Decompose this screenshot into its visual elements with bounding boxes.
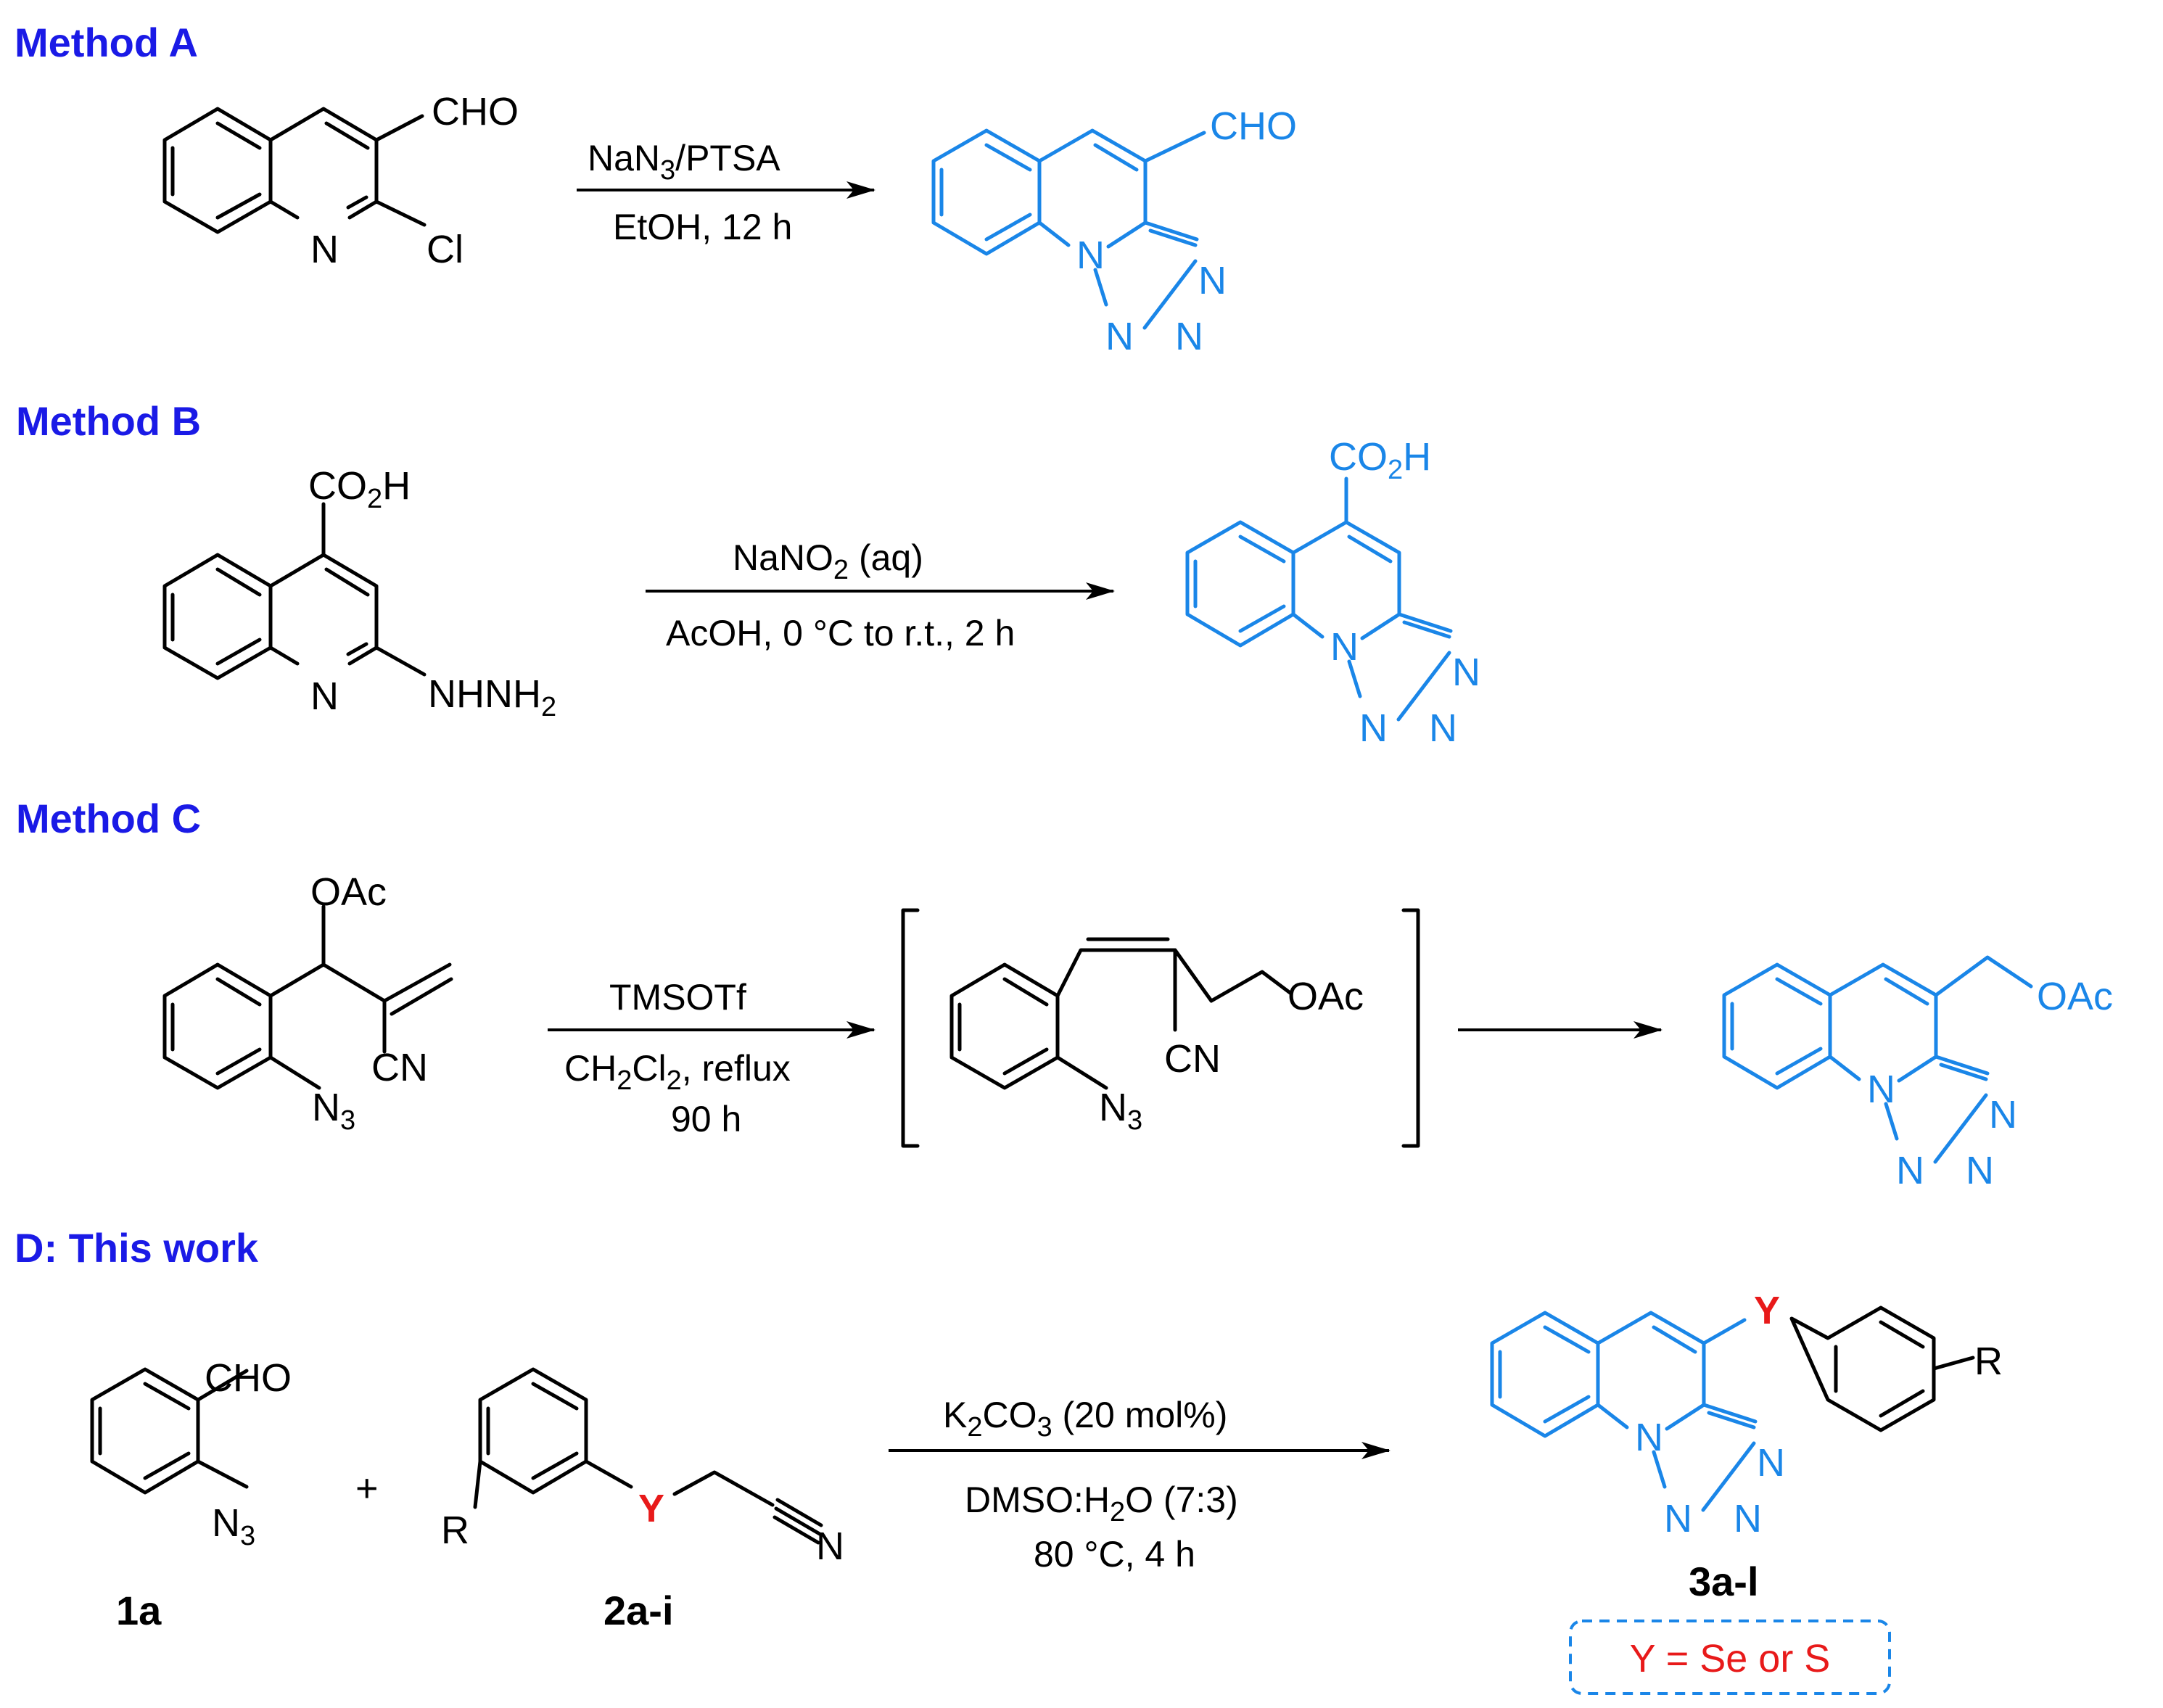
method-b-reactant: CO2H N NHNH2 xyxy=(162,464,556,722)
method-a-cho-label: CHO xyxy=(432,90,519,133)
method-c-n3-label: N3 xyxy=(312,1086,355,1136)
method-b-arrow: NaNO2 (aq) AcOH, 0 °C to r.t., 2 h xyxy=(646,537,1115,653)
compound-1a-label: 1a xyxy=(116,1588,162,1633)
method-b-product: CO2H N N N N xyxy=(1185,435,1480,750)
compound-2a-i-label: 2a-i xyxy=(603,1588,674,1633)
method-c-reactant: OAc CN N3 xyxy=(162,870,453,1136)
method-b-ring-n: N xyxy=(310,674,339,718)
method-a-reagent: NaN3/PTSA xyxy=(588,138,780,186)
method-a-reactant: CHO N Cl xyxy=(162,90,519,271)
method-a-product-n1: N xyxy=(1076,234,1105,277)
method-c-intermediate: OAc CN N3 xyxy=(901,908,1420,1148)
method-c-product-n4: N xyxy=(1966,1149,1994,1192)
plus-sign: + xyxy=(355,1466,379,1510)
method-b-product-n3: N xyxy=(1359,706,1388,750)
method-b-co2h-label: CO2H xyxy=(308,464,411,514)
method-b-product-co2h: CO2H xyxy=(1329,435,1431,485)
method-c-product: OAc N N N N xyxy=(1722,955,2113,1192)
product-3a-l-label: 3a-l xyxy=(1689,1559,1759,1604)
compound-1a: CHO N3 1a xyxy=(90,1356,292,1633)
method-a-condition: EtOH, 12 h xyxy=(613,207,792,247)
method-c-product-n1: N xyxy=(1867,1068,1895,1111)
method-c-intermediate-cn: CN xyxy=(1164,1037,1221,1081)
method-c-intermediate-oac: OAc xyxy=(1288,975,1364,1018)
method-c-condition-1: CH2Cl2, reflux xyxy=(564,1048,791,1096)
compound-1a-cho: CHO xyxy=(205,1356,292,1400)
method-d-condition-2: 80 °C, 4 h xyxy=(1034,1534,1195,1575)
method-c-arrow-1: TMSOTf CH2Cl2, reflux 90 h xyxy=(548,977,876,1139)
method-d-arrow: K2CO3 (20 mol%) DMSO:H2O (7:3) 80 °C, 4 … xyxy=(889,1395,1390,1575)
method-b-heading: Method B xyxy=(16,398,201,444)
method-a-product-cho: CHO xyxy=(1210,104,1297,148)
compound-2a-i-y: Y xyxy=(638,1487,664,1530)
method-d-reagent: K2CO3 (20 mol%) xyxy=(943,1395,1227,1443)
compound-2a-i-r: R xyxy=(441,1509,469,1552)
method-c-cn-label: CN xyxy=(371,1046,428,1089)
product-3a-l-n1: N xyxy=(1635,1416,1663,1459)
method-b-condition: AcOH, 0 °C to r.t., 2 h xyxy=(666,613,1015,653)
method-a-heading: Method A xyxy=(15,20,198,65)
method-a-ring-n: N xyxy=(310,228,339,271)
method-a-cl-label: Cl xyxy=(427,228,464,271)
product-3a-l-y: Y xyxy=(1754,1289,1780,1332)
product-3a-l-r: R xyxy=(1974,1340,2003,1383)
method-d-condition-1: DMSO:H2O (7:3) xyxy=(965,1480,1238,1527)
method-c-oac-label: OAc xyxy=(310,870,387,914)
product-3a-l-n3: N xyxy=(1664,1497,1692,1540)
method-a-product-n4: N xyxy=(1175,315,1203,358)
method-b-reagent: NaNO2 (aq) xyxy=(733,537,923,585)
method-c-condition-2: 90 h xyxy=(671,1099,741,1139)
method-a-product: CHO N N N N xyxy=(931,104,1297,358)
compound-2a-i: R Y N 2a-i xyxy=(441,1367,844,1633)
method-d-heading: D: This work xyxy=(15,1225,259,1271)
method-c-heading: Method C xyxy=(16,796,201,841)
product-3a-l-n4: N xyxy=(1734,1497,1762,1540)
method-a-product-n2: N xyxy=(1198,259,1227,302)
product-3a-l-n2: N xyxy=(1757,1441,1785,1485)
method-a-product-n3: N xyxy=(1105,315,1134,358)
method-c-product-n3: N xyxy=(1896,1149,1924,1192)
method-b-product-n2: N xyxy=(1452,651,1480,694)
y-legend-box: Y = Se or S xyxy=(1569,1620,1891,1695)
compound-2a-i-n: N xyxy=(816,1525,844,1568)
method-c-product-oac: OAc xyxy=(2037,975,2113,1018)
method-c-intermediate-n3: N3 xyxy=(1099,1086,1142,1136)
method-a-arrow: NaN3/PTSA EtOH, 12 h xyxy=(577,138,876,247)
method-b-product-n4: N xyxy=(1429,706,1457,750)
method-c-product-n2: N xyxy=(1989,1093,2017,1136)
y-legend-text: Y = Se or S xyxy=(1630,1637,1831,1680)
method-b-product-n1: N xyxy=(1330,625,1359,669)
compound-1a-n3: N3 xyxy=(212,1501,255,1551)
method-c-reagent: TMSOTf xyxy=(609,977,746,1018)
method-b-nhnh2-label: NHNH2 xyxy=(428,672,556,722)
product-3a-l: Y R N N N N 3a-l xyxy=(1490,1289,2003,1604)
